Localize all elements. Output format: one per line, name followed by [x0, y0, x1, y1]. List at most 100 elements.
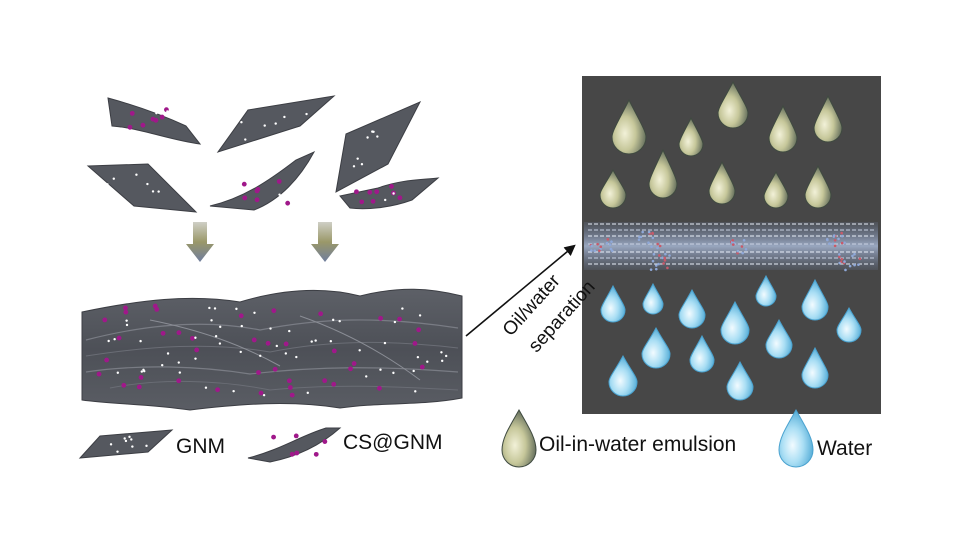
cs-particle	[176, 378, 182, 384]
pore-dot	[232, 389, 235, 393]
oil-droplet-icon	[763, 170, 789, 209]
cs-particle	[419, 364, 425, 370]
membrane-molecule	[853, 263, 856, 267]
pore-dot	[440, 359, 444, 363]
membrane-molecule	[844, 268, 847, 272]
water-droplet-icon	[836, 306, 862, 343]
pore-dot	[392, 371, 395, 375]
pore-dot	[151, 190, 155, 193]
pore-dot	[440, 351, 443, 354]
membrane-molecule	[825, 237, 829, 241]
cs-particle	[331, 348, 337, 354]
pore-dot	[372, 130, 375, 134]
pore-dot	[412, 369, 415, 373]
pore-dot	[240, 121, 243, 124]
cs-particle	[293, 433, 299, 439]
membrane-molecule	[840, 234, 844, 238]
cs-particle	[96, 371, 102, 377]
membrane-stack	[81, 288, 463, 411]
pore-dot	[128, 435, 131, 439]
membrane-fibers	[588, 223, 876, 272]
gnm-sheet	[86, 163, 198, 213]
cs-particle	[159, 114, 165, 120]
pore-dot	[194, 336, 197, 339]
pore-dot	[283, 115, 286, 119]
pore-dot	[123, 437, 126, 440]
cs-particle	[215, 387, 221, 393]
cs-particle	[102, 317, 108, 323]
pore-dot	[414, 390, 417, 393]
membrane-molecule	[741, 251, 744, 255]
water-droplet-icon	[801, 346, 829, 389]
cs-particle	[254, 197, 260, 203]
water-droplet-icon	[608, 354, 638, 397]
pore-dot	[204, 386, 208, 389]
cs-particle	[378, 315, 383, 321]
pore-dot	[426, 360, 429, 363]
cs-gnm-sheet	[209, 150, 316, 211]
pore-dot	[259, 354, 262, 358]
pore-dot	[145, 444, 148, 448]
membrane-molecule	[666, 266, 669, 270]
pore-dot	[244, 108, 247, 111]
membrane-molecule	[658, 254, 661, 257]
pore-dot	[365, 375, 368, 378]
membrane-molecule	[838, 255, 841, 259]
membrane-molecule	[843, 260, 846, 263]
pore-dot	[288, 329, 291, 333]
pore-dot	[113, 338, 116, 341]
pore-dot	[171, 180, 174, 183]
down-arrow-icon	[186, 222, 214, 262]
pore-dot	[291, 199, 294, 202]
pore-dot	[139, 339, 142, 343]
pore-dot	[358, 349, 361, 352]
oil-droplet-icon	[708, 160, 736, 205]
pore-dot	[235, 307, 238, 311]
cs-particle	[238, 313, 244, 319]
cs-particle	[160, 330, 166, 336]
pore-dot	[263, 124, 266, 127]
oil-droplet-icon	[813, 94, 843, 143]
pore-dot	[269, 327, 272, 330]
pore-dot	[177, 361, 180, 364]
cs-particle	[251, 337, 257, 343]
cs-particle	[318, 311, 324, 317]
legend-cs-gnm-label: CS@GNM	[343, 431, 443, 454]
legend-oil-emulsion-label: Oil-in-water emulsion	[539, 433, 737, 456]
membrane-molecule	[848, 264, 852, 268]
membrane-molecule	[837, 237, 840, 241]
membrane-molecule	[831, 242, 835, 246]
water-droplet-icon	[801, 278, 829, 321]
cs-particle	[127, 124, 133, 130]
membrane-molecule	[637, 238, 641, 242]
pore-dot	[218, 342, 222, 345]
pore-dot	[116, 450, 119, 453]
legend	[78, 408, 814, 468]
pore-dot	[208, 306, 211, 310]
cs-particle	[104, 357, 110, 363]
pore-dot	[356, 157, 359, 160]
cs-particle	[176, 330, 182, 336]
membrane-molecule	[663, 259, 667, 262]
membrane-molecule	[654, 267, 658, 271]
oil-droplet-icon	[501, 408, 537, 468]
membrane-molecule	[661, 256, 664, 260]
cs-particle	[331, 381, 337, 387]
pore-dot	[130, 438, 133, 441]
membrane-molecule	[609, 247, 613, 251]
pore-dot	[106, 183, 109, 186]
cs-particle	[397, 195, 403, 201]
membrane-molecule	[668, 254, 671, 257]
membrane-molecule	[838, 261, 841, 265]
pore-dot	[253, 311, 256, 314]
cs-particle	[255, 187, 261, 192]
membrane-molecule	[651, 231, 654, 235]
pore-dot	[384, 198, 387, 202]
cs-particle	[397, 316, 402, 322]
cs-particle	[294, 450, 300, 456]
cs-particle	[123, 305, 128, 311]
oil-droplet-icon	[768, 104, 798, 153]
cs-particle	[322, 439, 328, 444]
pore-dot	[366, 136, 369, 139]
membrane-molecule	[843, 241, 846, 245]
